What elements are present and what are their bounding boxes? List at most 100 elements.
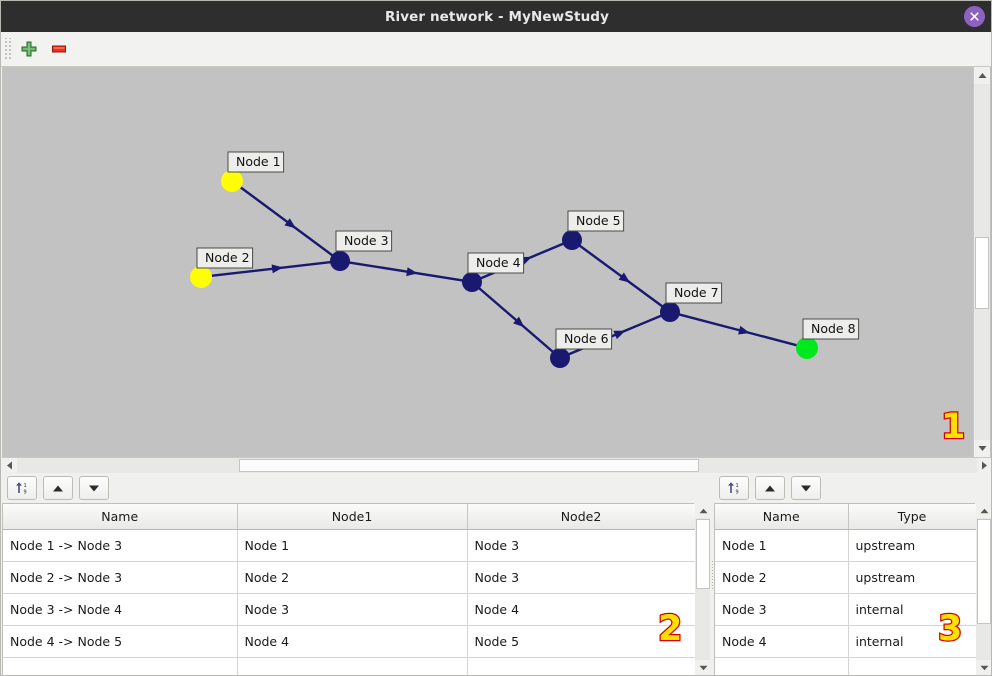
graph-node[interactable]	[330, 251, 350, 271]
table-cell[interactable]: Node 4	[237, 625, 468, 658]
nodes-vertical-scrollbar[interactable]	[976, 503, 991, 675]
chevron-down-icon	[699, 665, 707, 670]
reaches-vscroll-down-button[interactable]	[695, 660, 711, 675]
graph-node[interactable]	[660, 302, 680, 322]
graph-node[interactable]	[796, 337, 818, 359]
graph-node-label-box[interactable]	[335, 230, 393, 252]
hscroll-thumb[interactable]	[239, 459, 699, 472]
reaches-vertical-scrollbar[interactable]	[695, 503, 711, 675]
nodes-move-up-button[interactable]	[755, 476, 785, 500]
graph-edge[interactable]	[577, 243, 665, 309]
table-cell[interactable]: Node 4	[715, 625, 849, 658]
vscroll-down-button[interactable]	[974, 440, 990, 457]
vscroll-thumb[interactable]	[975, 237, 989, 309]
chevron-up-icon	[978, 73, 986, 78]
column-header-node2[interactable]: Node2	[467, 504, 696, 530]
table-cell[interactable]: Node 1 -> Node 3	[3, 529, 238, 562]
column-header-name[interactable]: Name	[715, 504, 849, 530]
table-cell[interactable]: Node 3	[467, 529, 696, 562]
graph-edge[interactable]	[677, 312, 799, 347]
table-cell-empty[interactable]	[3, 657, 238, 675]
table-cell[interactable]: Node 5	[467, 625, 696, 658]
close-window-button[interactable]	[964, 6, 985, 27]
table-cell[interactable]: Node 2	[237, 561, 468, 594]
graph-node-label-box[interactable]	[227, 151, 285, 173]
nodes-sort-button[interactable]: 1 9	[719, 476, 749, 500]
graph-node[interactable]	[190, 266, 212, 288]
table-cell[interactable]: upstream	[848, 561, 977, 594]
graph-edge[interactable]	[477, 286, 555, 354]
reaches-vscroll-up-button[interactable]	[695, 503, 711, 518]
hscroll-left-button[interactable]	[2, 458, 17, 473]
table-cell-empty[interactable]	[848, 657, 977, 675]
graph-node[interactable]	[462, 272, 482, 292]
sort-icon: 1 9	[728, 482, 739, 495]
graph-node-label-box[interactable]	[555, 328, 613, 350]
table-cell[interactable]: Node 3	[237, 593, 468, 626]
graph-node-label-box[interactable]	[467, 252, 525, 274]
table-cell-empty[interactable]	[237, 657, 468, 675]
graph-node-label-box[interactable]	[196, 247, 254, 269]
canvas-vertical-scrollbar[interactable]	[973, 67, 990, 457]
table-cell[interactable]: Node 3	[715, 593, 849, 626]
table-cell[interactable]: Node 1	[237, 529, 468, 562]
table-cell[interactable]: Node 3	[467, 561, 696, 594]
graph-edge-arrow	[513, 316, 525, 328]
table-row-empty[interactable]	[715, 657, 977, 675]
graph-edge[interactable]	[209, 260, 333, 278]
table-cell[interactable]: Node 2 -> Node 3	[3, 561, 238, 594]
table-cell-empty[interactable]	[467, 657, 696, 675]
column-header-type[interactable]: Type	[848, 504, 977, 530]
graph-node[interactable]	[562, 230, 582, 250]
graph-node-label-box[interactable]	[665, 282, 723, 304]
table-cell[interactable]: upstream	[848, 529, 977, 562]
graph-edge[interactable]	[347, 261, 465, 282]
vscroll-up-button[interactable]	[974, 67, 990, 84]
table-cell[interactable]: Node 3 -> Node 4	[3, 593, 238, 626]
graph-node-label-box[interactable]	[802, 318, 860, 340]
table-cell[interactable]: internal	[848, 593, 977, 626]
toolbar-drag-handle[interactable]	[4, 38, 12, 60]
graph-edge-arrow	[618, 272, 631, 283]
graph-node-label-box[interactable]	[567, 210, 625, 232]
arrow-down-icon	[801, 485, 811, 491]
nodes-vscroll-thumb[interactable]	[977, 519, 991, 624]
table-cell[interactable]: Node 4	[467, 593, 696, 626]
table-cell[interactable]: internal	[848, 625, 977, 658]
remove-node-button[interactable]	[46, 36, 72, 62]
reaches-vscroll-thumb[interactable]	[696, 519, 710, 589]
table-cell[interactable]: Node 2	[715, 561, 849, 594]
nodes-vscroll-down-button[interactable]	[976, 660, 991, 675]
reaches-sort-button[interactable]: 1 9	[7, 476, 37, 500]
graph-edge[interactable]	[238, 185, 335, 258]
reaches-move-up-button[interactable]	[43, 476, 73, 500]
nodes-move-down-button[interactable]	[791, 476, 821, 500]
vertical-splitter[interactable]	[710, 473, 714, 675]
table-cell[interactable]: Node 4 -> Node 5	[3, 625, 238, 658]
canvas-horizontal-scrollbar[interactable]	[2, 457, 991, 473]
table-cell-empty[interactable]	[715, 657, 849, 675]
column-header-name[interactable]: Name	[3, 504, 238, 530]
table-cell[interactable]: Node 1	[715, 529, 849, 562]
hscroll-right-button[interactable]	[977, 458, 991, 473]
graph-node[interactable]	[550, 348, 570, 368]
nodes-vscroll-up-button[interactable]	[976, 503, 991, 518]
graph-node[interactable]	[221, 170, 243, 192]
add-node-button[interactable]	[16, 36, 42, 62]
column-header-node1[interactable]: Node1	[237, 504, 468, 530]
table-row-empty[interactable]	[3, 657, 696, 675]
reaches-move-down-button[interactable]	[79, 476, 109, 500]
